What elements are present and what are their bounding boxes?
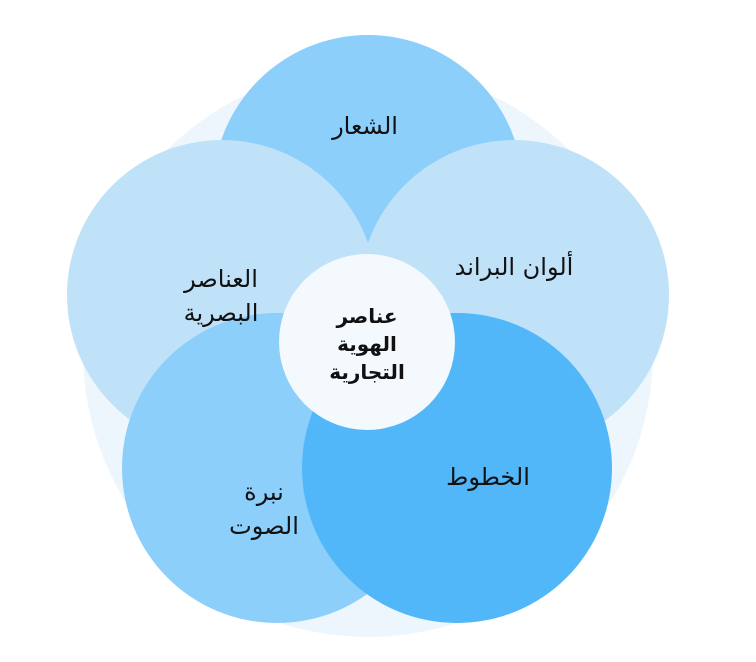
center-circle xyxy=(279,254,455,430)
petal-visual-elements-line-1: العناصر xyxy=(184,265,258,293)
petal-tone-of-voice-line-1: نبرة xyxy=(244,478,284,506)
petal-tone-of-voice-line-2: الصوت xyxy=(229,512,299,540)
petal-visual-elements-line-2: البصرية xyxy=(183,299,259,327)
petal-fonts-line-1: الخطوط xyxy=(446,463,530,491)
petal-logo-line-1: الشعار xyxy=(332,112,398,140)
center-label-line-1: عناصر xyxy=(336,304,398,328)
petal-label-visual-elements: العناصر البصرية xyxy=(184,262,259,330)
petal-brand-colors-line-1: ألوان البراند xyxy=(454,253,574,281)
petal-label-fonts: الخطوط xyxy=(446,460,530,494)
center-label-line-3: التجارية xyxy=(329,360,405,384)
center-label-line-2: الهوية xyxy=(337,332,397,356)
petal-label-brand-colors: ألوان البراند xyxy=(455,250,574,284)
petal-label-logo: الشعار xyxy=(332,109,398,143)
center-label: عناصر الهوية التجارية xyxy=(329,302,405,386)
petal-label-tone-of-voice: نبرة الصوت xyxy=(229,475,299,543)
